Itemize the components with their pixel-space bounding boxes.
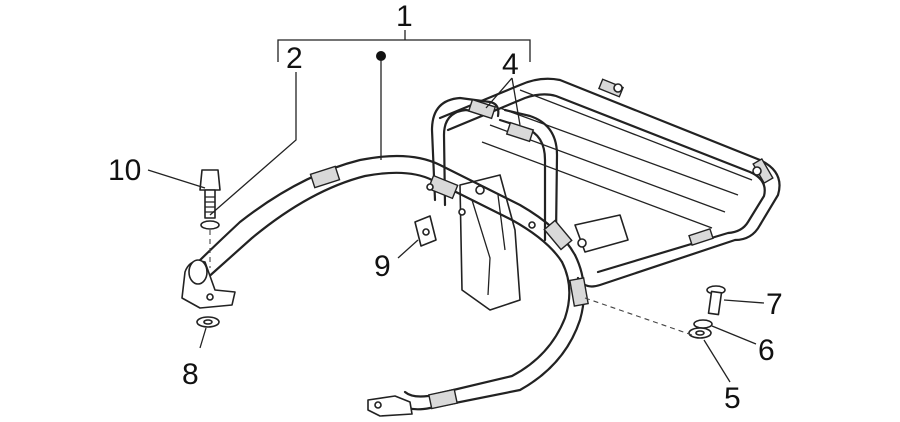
washer-6 — [693, 319, 713, 329]
callout-6: 6 — [758, 334, 775, 367]
bolt-10 — [199, 169, 221, 268]
center-bracket — [458, 174, 629, 311]
leader-5 — [703, 339, 731, 383]
leader-lines — [147, 60, 765, 383]
rack-top-grid — [438, 77, 781, 288]
bolt-7 — [706, 285, 726, 316]
callout-10: 10 — [108, 154, 141, 187]
callout-9: 9 — [374, 250, 391, 283]
leader-6 — [711, 325, 757, 345]
front-mounting-foot — [367, 395, 413, 417]
group-1-bracket — [277, 30, 531, 62]
callouts: 1 2 4 10 9 8 7 6 5 — [108, 0, 783, 415]
callout-4: 4 — [502, 48, 519, 81]
carrier-frame — [181, 154, 589, 417]
callout-2: 2 — [286, 42, 303, 75]
rack-side-loops — [430, 96, 559, 242]
leader-7 — [723, 299, 765, 304]
leader-10 — [147, 169, 206, 189]
rubber-grommet-right — [505, 121, 535, 143]
leader-2 — [209, 72, 297, 216]
callout-5: 5 — [724, 382, 741, 415]
callout-1: 1 — [396, 0, 413, 33]
plate-9 — [414, 215, 437, 247]
leader-4 — [485, 77, 521, 126]
alignment-line — [584, 297, 696, 337]
leader-8 — [199, 327, 207, 349]
washer-8 — [196, 316, 220, 328]
callout-8: 8 — [182, 358, 199, 391]
washer-under-bolt-10 — [200, 220, 220, 230]
leader-9 — [397, 239, 419, 259]
washer-5 — [688, 327, 712, 339]
rubber-grommet-left — [467, 98, 497, 120]
group-marker-dot — [376, 51, 386, 61]
callout-7: 7 — [766, 288, 783, 321]
